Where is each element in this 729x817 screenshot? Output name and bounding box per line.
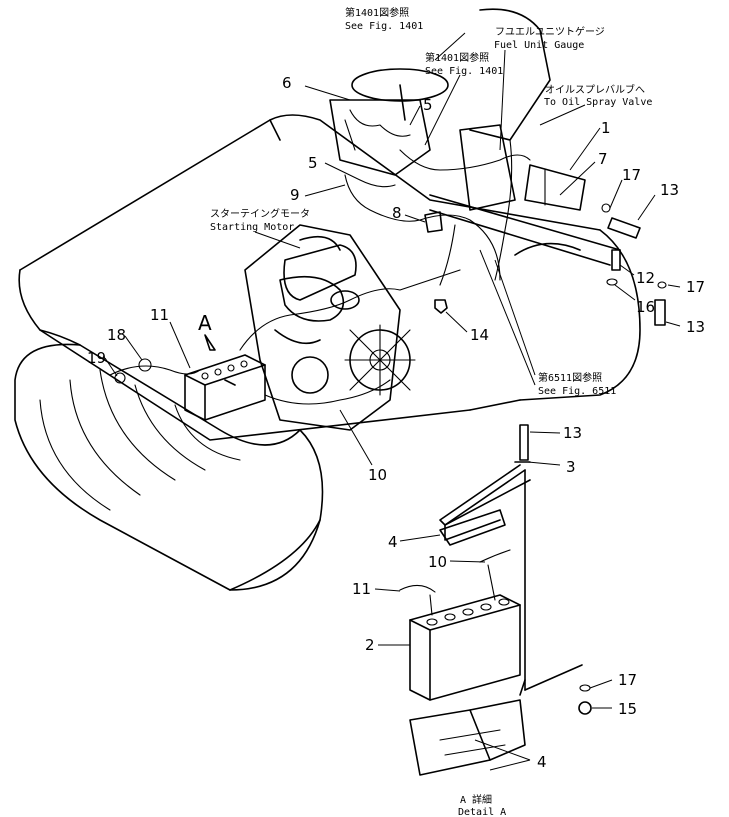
callout-11b: 11	[352, 580, 371, 598]
callout-19: 19	[87, 349, 106, 367]
callout-2: 2	[365, 636, 375, 654]
callout-6: 6	[282, 74, 292, 92]
hardware-main	[114, 203, 667, 384]
ref-oil-spray-jp: オイルスプレバルブへ	[545, 83, 645, 96]
battery-installed	[184, 334, 266, 421]
ref-fig6511-jp: 第6511図参照	[538, 371, 602, 384]
ref-detail-a-en: Detail A	[458, 807, 506, 817]
ref-starting-motor-en: Starting Motor	[210, 222, 294, 233]
callout-1: 1	[601, 119, 611, 137]
callout-4a: 4	[388, 533, 398, 551]
ref-starting-motor-jp: スターテイングモータ	[210, 207, 310, 220]
callout-3: 3	[566, 458, 576, 476]
callout-4b: 4	[537, 753, 547, 771]
ref-fig1401-mid-en: See Fig. 1401	[425, 66, 503, 77]
callout-17c: 17	[618, 671, 637, 689]
detail-a	[399, 424, 592, 776]
ref-fig1401-top-en: See Fig. 1401	[345, 21, 423, 32]
callout-16: 16	[636, 298, 655, 316]
ref-fuel-gauge-jp: フユエルユニツトゲージ	[495, 26, 605, 38]
callout-13a: 13	[660, 181, 679, 199]
ref-oil-spray-en: To Oil Spray Valve	[544, 97, 652, 108]
callout-15: 15	[618, 700, 637, 718]
callout-14: 14	[470, 326, 489, 344]
drum-roller	[14, 343, 324, 591]
callout-18: 18	[107, 326, 126, 344]
callout-12: 12	[636, 269, 655, 287]
callout-5a: 5	[423, 96, 433, 114]
starting-motor	[283, 244, 360, 310]
callout-13c: 13	[563, 424, 582, 442]
callout-8: 8	[392, 204, 402, 222]
leader-lines	[104, 32, 681, 771]
steering-area	[329, 8, 551, 211]
ref-fig6511-en: See Fig. 6511	[538, 386, 616, 397]
callout-9: 9	[290, 186, 300, 204]
callout-7: 7	[598, 150, 608, 168]
callout-11a: 11	[150, 306, 169, 324]
ref-fig1401-mid-jp: 第1401図参照	[425, 51, 489, 64]
ref-fig1401-top-jp: 第1401図参照	[345, 6, 409, 19]
callout-5b: 5	[308, 154, 318, 172]
ref-detail-a-jp: A 詳細	[460, 793, 492, 806]
callout-10a: 10	[368, 466, 387, 484]
callout-10b: 10	[428, 553, 447, 571]
engine	[244, 224, 416, 431]
view-a-label: A	[198, 311, 212, 335]
callout-17b: 17	[686, 278, 705, 296]
ref-fuel-gauge-en: Fuel Unit Gauge	[494, 40, 584, 51]
callout-13b: 13	[686, 318, 705, 336]
callout-17a: 17	[622, 166, 641, 184]
frame-members	[429, 164, 621, 266]
